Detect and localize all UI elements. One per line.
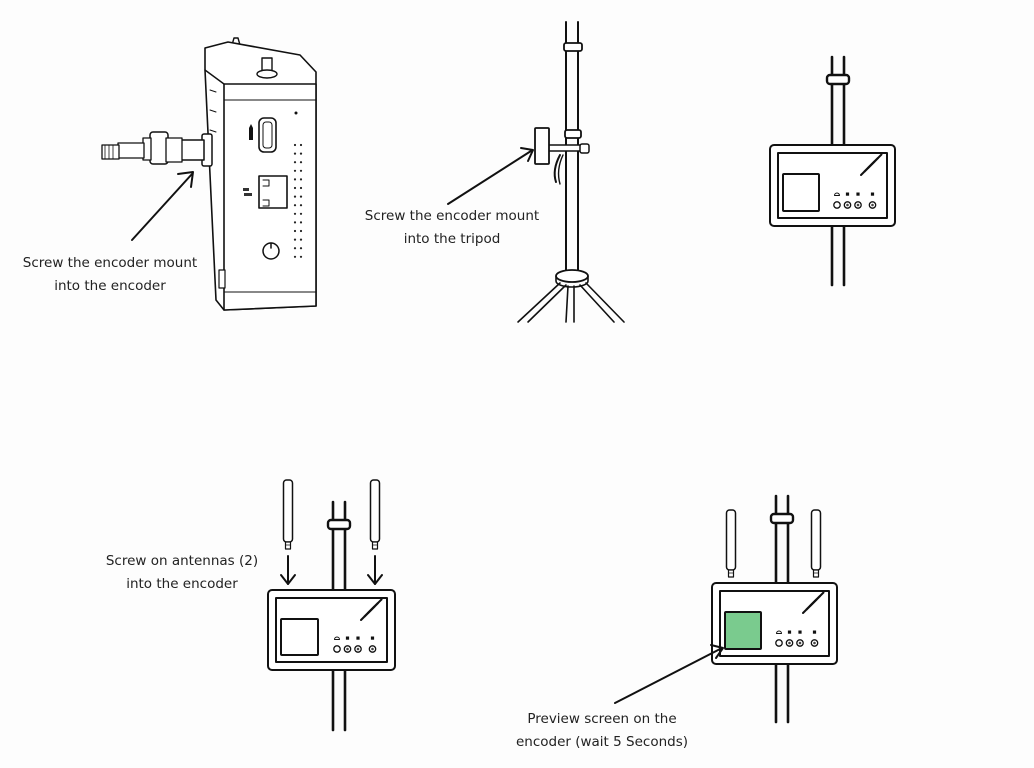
- encoder-button: [775, 639, 783, 647]
- tripod-illustration: [447, 21, 625, 323]
- step-1-caption-line2: into the encoder: [54, 278, 166, 294]
- arrow-to-screen-icon: [614, 644, 724, 704]
- step-2-caption-line1: Screw the encoder mount: [364, 208, 540, 224]
- step-4-caption-line1: Screw on antennas (2): [105, 553, 259, 569]
- step-3-panel: [0, 0, 1034, 340]
- preview-screen: [724, 611, 762, 650]
- encoder-button: [333, 645, 341, 653]
- encoder-side-view-illustration: [101, 37, 317, 311]
- step-2-caption-line2: into the tripod: [403, 231, 501, 247]
- network-icon: [243, 188, 252, 196]
- step-4-caption-line2: into the encoder: [126, 576, 238, 592]
- pole-clamp: [825, 73, 851, 86]
- pole-clamp: [326, 518, 352, 531]
- encoder-button: [833, 201, 841, 209]
- down-arrow-icon: [280, 555, 296, 585]
- step-5-caption-line1: Preview screen on the: [527, 711, 677, 727]
- step-5-caption-line2: encoder (wait 5 Seconds): [515, 734, 689, 750]
- pole-clamp: [769, 512, 795, 525]
- step-2-panel: Screw the encoder mount into the tripod: [0, 0, 700, 340]
- antenna: [725, 509, 737, 571]
- step-1-panel: Screw the encoder mount into the encoder: [0, 0, 340, 340]
- preview-screen: [280, 618, 319, 656]
- down-arrow-icon: [367, 555, 383, 585]
- antenna: [810, 509, 822, 571]
- usb-icon: [249, 124, 253, 140]
- step-1-caption-line1: Screw the encoder mount: [22, 255, 198, 271]
- encoder-on-pole-illustration: [769, 55, 896, 287]
- preview-screen: [782, 173, 820, 212]
